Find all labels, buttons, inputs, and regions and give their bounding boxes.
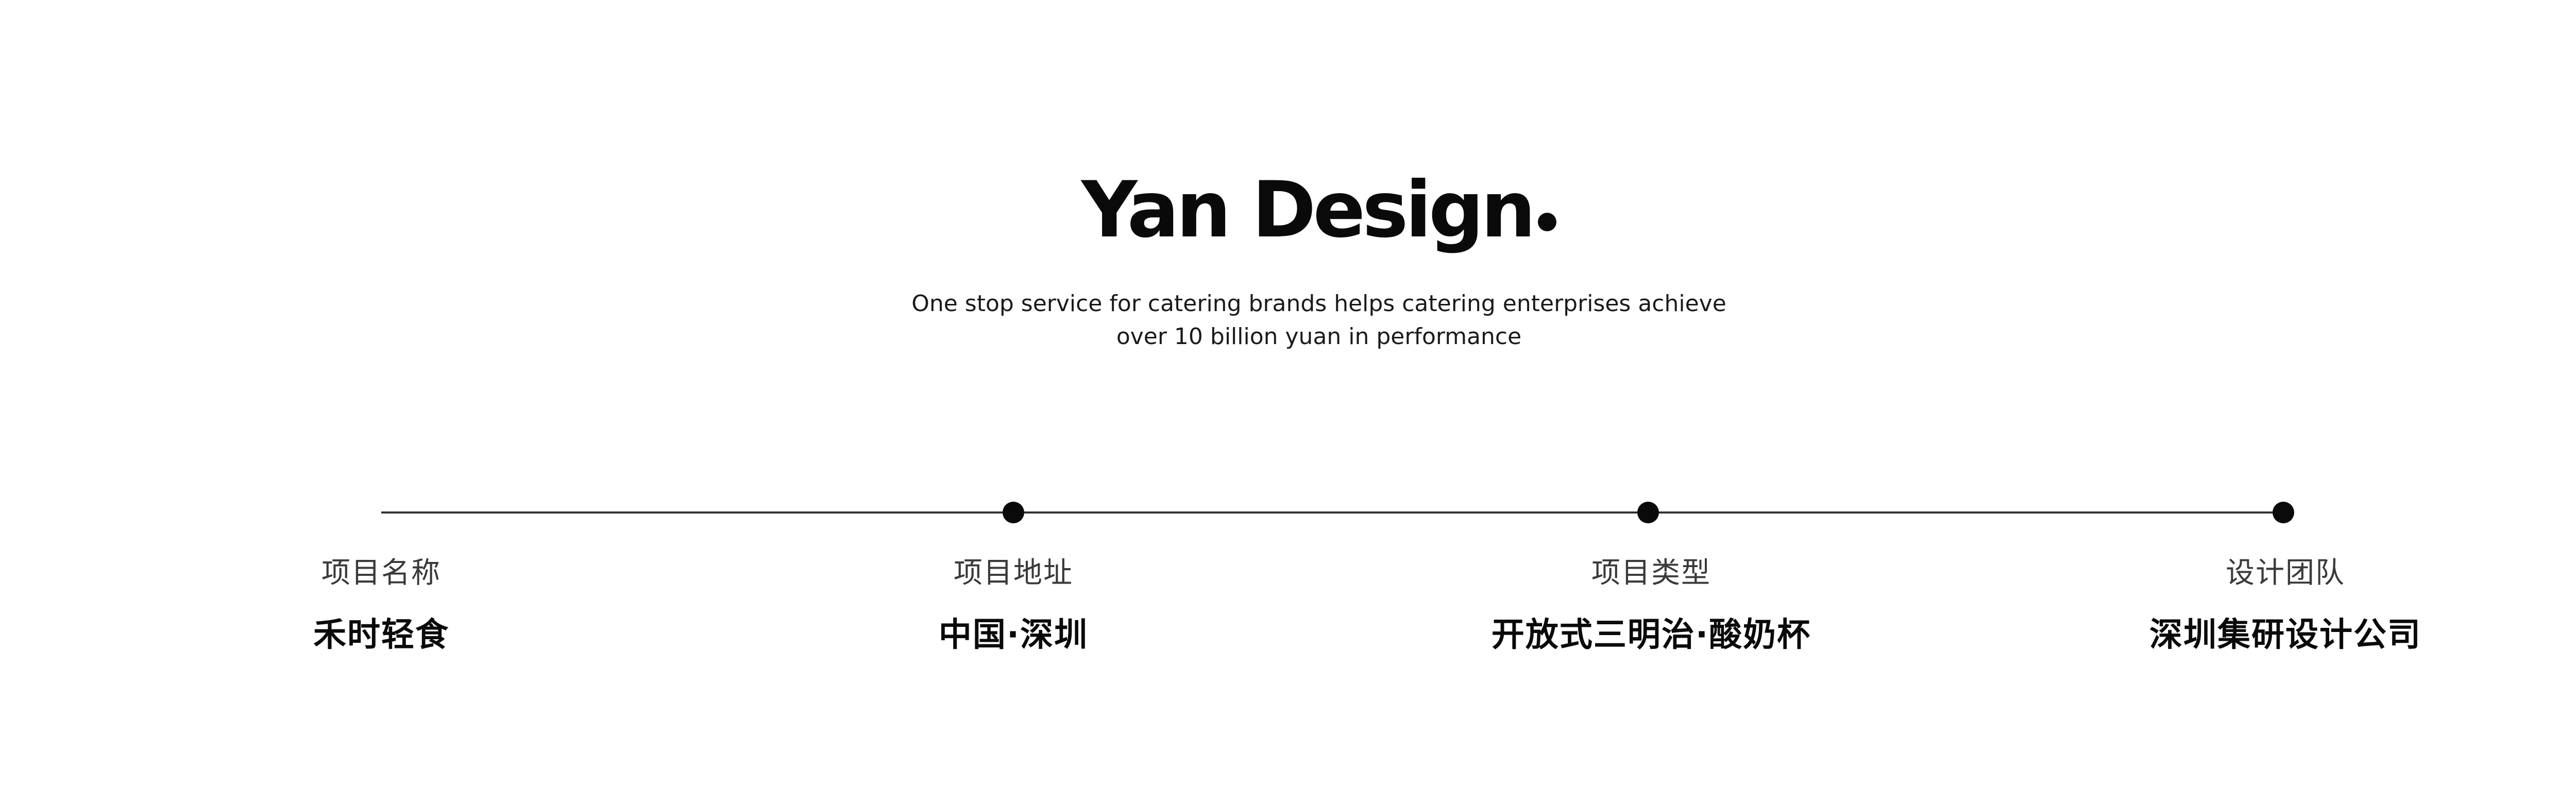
brand-name: Yan Design xyxy=(1081,165,1536,255)
project-address-block: 项目地址 中国·深圳 xyxy=(782,550,1245,658)
brand-dot xyxy=(1538,213,1557,231)
project-address-value: 中国·深圳 xyxy=(938,616,1089,654)
timeline-node-2 xyxy=(1003,502,1024,523)
project-name-block: 项目名称 禾时轻食 xyxy=(149,550,613,658)
timeline-node-3 xyxy=(1637,502,1659,523)
design-team-block: 设计团队 深圳集研设计公司 xyxy=(2054,550,2517,658)
project-name-value: 禾时轻食 xyxy=(313,616,449,654)
project-name-label: 项目名称 xyxy=(321,556,441,590)
project-type-value: 开放式三明治·酸奶杯 xyxy=(1491,616,1811,654)
timeline-line xyxy=(381,511,2284,514)
project-type-label: 项目类型 xyxy=(1591,556,1711,590)
design-team-label: 设计团队 xyxy=(2226,556,2345,590)
brand-logo: Yan Design xyxy=(0,164,2576,257)
project-address-label: 项目地址 xyxy=(954,556,1073,590)
timeline-node-4 xyxy=(2273,502,2294,523)
tagline: One stop service for catering brands hel… xyxy=(0,287,2576,353)
tagline-line-1: One stop service for catering brands hel… xyxy=(911,291,1726,317)
project-type-block: 项目类型 开放式三明治·酸奶杯 xyxy=(1419,550,1883,658)
tagline-line-2: over 10 billion yuan in performance xyxy=(1116,323,1522,350)
design-team-value: 深圳集研设计公司 xyxy=(2149,616,2421,654)
